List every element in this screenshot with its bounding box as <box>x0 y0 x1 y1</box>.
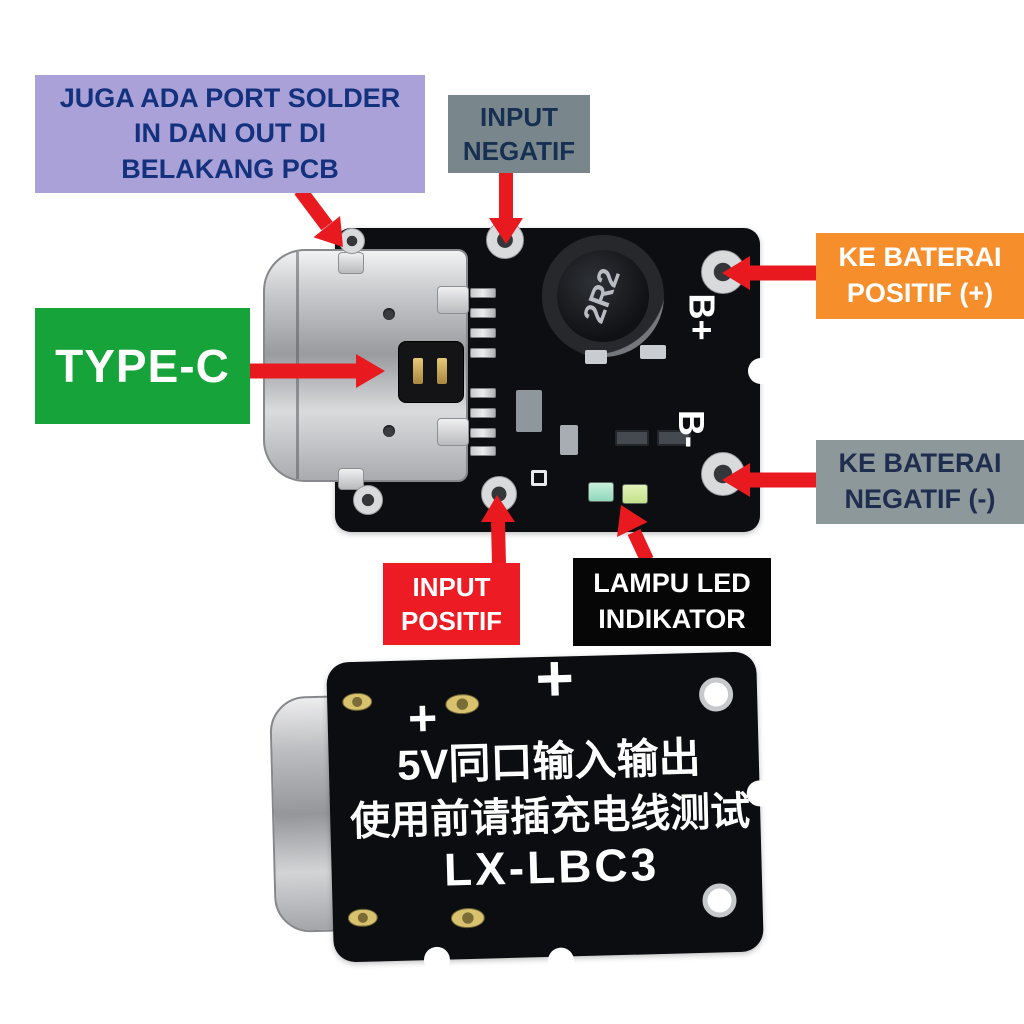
smd-resistor <box>615 430 649 446</box>
inductor-core: 2R2 <box>557 250 649 342</box>
callout-line: IN DAN OUT DI <box>134 118 326 149</box>
connector-contact <box>413 358 423 384</box>
inductor-label: 2R2 <box>577 264 628 328</box>
connector-pin <box>470 348 496 358</box>
connector-pin <box>470 308 496 318</box>
status-led <box>588 482 614 502</box>
callout-type-c: TYPE-C <box>35 308 250 424</box>
connector-pin <box>470 408 496 418</box>
corner-pad <box>353 485 383 515</box>
callout-line: POSITIF <box>400 606 503 636</box>
connector-pin <box>470 328 496 338</box>
smd-component <box>585 350 607 364</box>
connector-pin <box>470 446 496 456</box>
callout-line: NEGATIF (-) <box>844 484 996 514</box>
callout-line: BELAKANG PCB <box>121 153 339 184</box>
callout-line: KE BATERAI <box>838 242 1002 273</box>
board-notch <box>423 946 451 974</box>
connector-solder-tab <box>437 286 469 314</box>
silkscreen-mark <box>531 470 547 486</box>
connector-pin <box>470 388 496 398</box>
board-notch <box>547 947 575 974</box>
corner-pad <box>339 228 365 254</box>
smd-capacitor <box>560 425 578 455</box>
callout-line: INPUT <box>412 571 491 602</box>
callout-line: JUGA ADA PORT SOLDER <box>59 82 401 113</box>
input-negative-pad <box>486 221 524 259</box>
callout-input-positif: INPUT POSITIF <box>383 563 520 645</box>
connector-contact <box>437 358 447 384</box>
callout-ke-baterai-negatif: KE BATERAI NEGATIF (-) <box>816 440 1024 524</box>
callout-solder-ports: JUGA ADA PORT SOLDER IN DAN OUT DI BELAK… <box>35 75 425 193</box>
callout-line: INDIKATOR <box>598 604 746 634</box>
connector-pin <box>470 428 496 438</box>
callout-line: NEGATIF <box>462 136 576 166</box>
silkscreen-plus-top: + <box>534 640 575 716</box>
type-c-cavity <box>398 341 464 403</box>
connector-seam <box>296 252 299 479</box>
smd-component <box>640 345 666 359</box>
connector-solder-tab <box>437 418 469 446</box>
callout-line: TYPE-C <box>55 339 230 392</box>
battery-negative-pad <box>701 452 745 496</box>
battery-negative-label: B- <box>671 410 712 448</box>
callout-line: POSITIF (+) <box>846 278 994 308</box>
connector-dimple <box>383 308 395 320</box>
model-number: LX-LBC3 <box>443 838 660 896</box>
connector-solder-tab <box>338 468 364 490</box>
callout-lampu-led-indikator: LAMPU LED INDIKATOR <box>573 558 771 646</box>
callout-line: INPUT <box>480 101 558 132</box>
smd-resistor <box>657 430 691 446</box>
battery-positive-label: B+ <box>681 293 723 341</box>
connector-solder-tab <box>338 252 364 274</box>
input-positive-pad <box>481 476 517 512</box>
smd-capacitor <box>516 390 542 432</box>
battery-positive-pad <box>701 250 745 294</box>
callout-line: KE BATERAI <box>838 448 1002 479</box>
status-led <box>622 484 648 504</box>
callout-input-negatif: INPUT NEGATIF <box>448 95 590 173</box>
board-notch <box>748 358 774 384</box>
callout-line: LAMPU LED <box>593 568 751 599</box>
connector-pin <box>470 288 496 298</box>
callout-ke-baterai-positif: KE BATERAI POSITIF (+) <box>816 233 1024 319</box>
connector-dimple <box>383 425 395 437</box>
